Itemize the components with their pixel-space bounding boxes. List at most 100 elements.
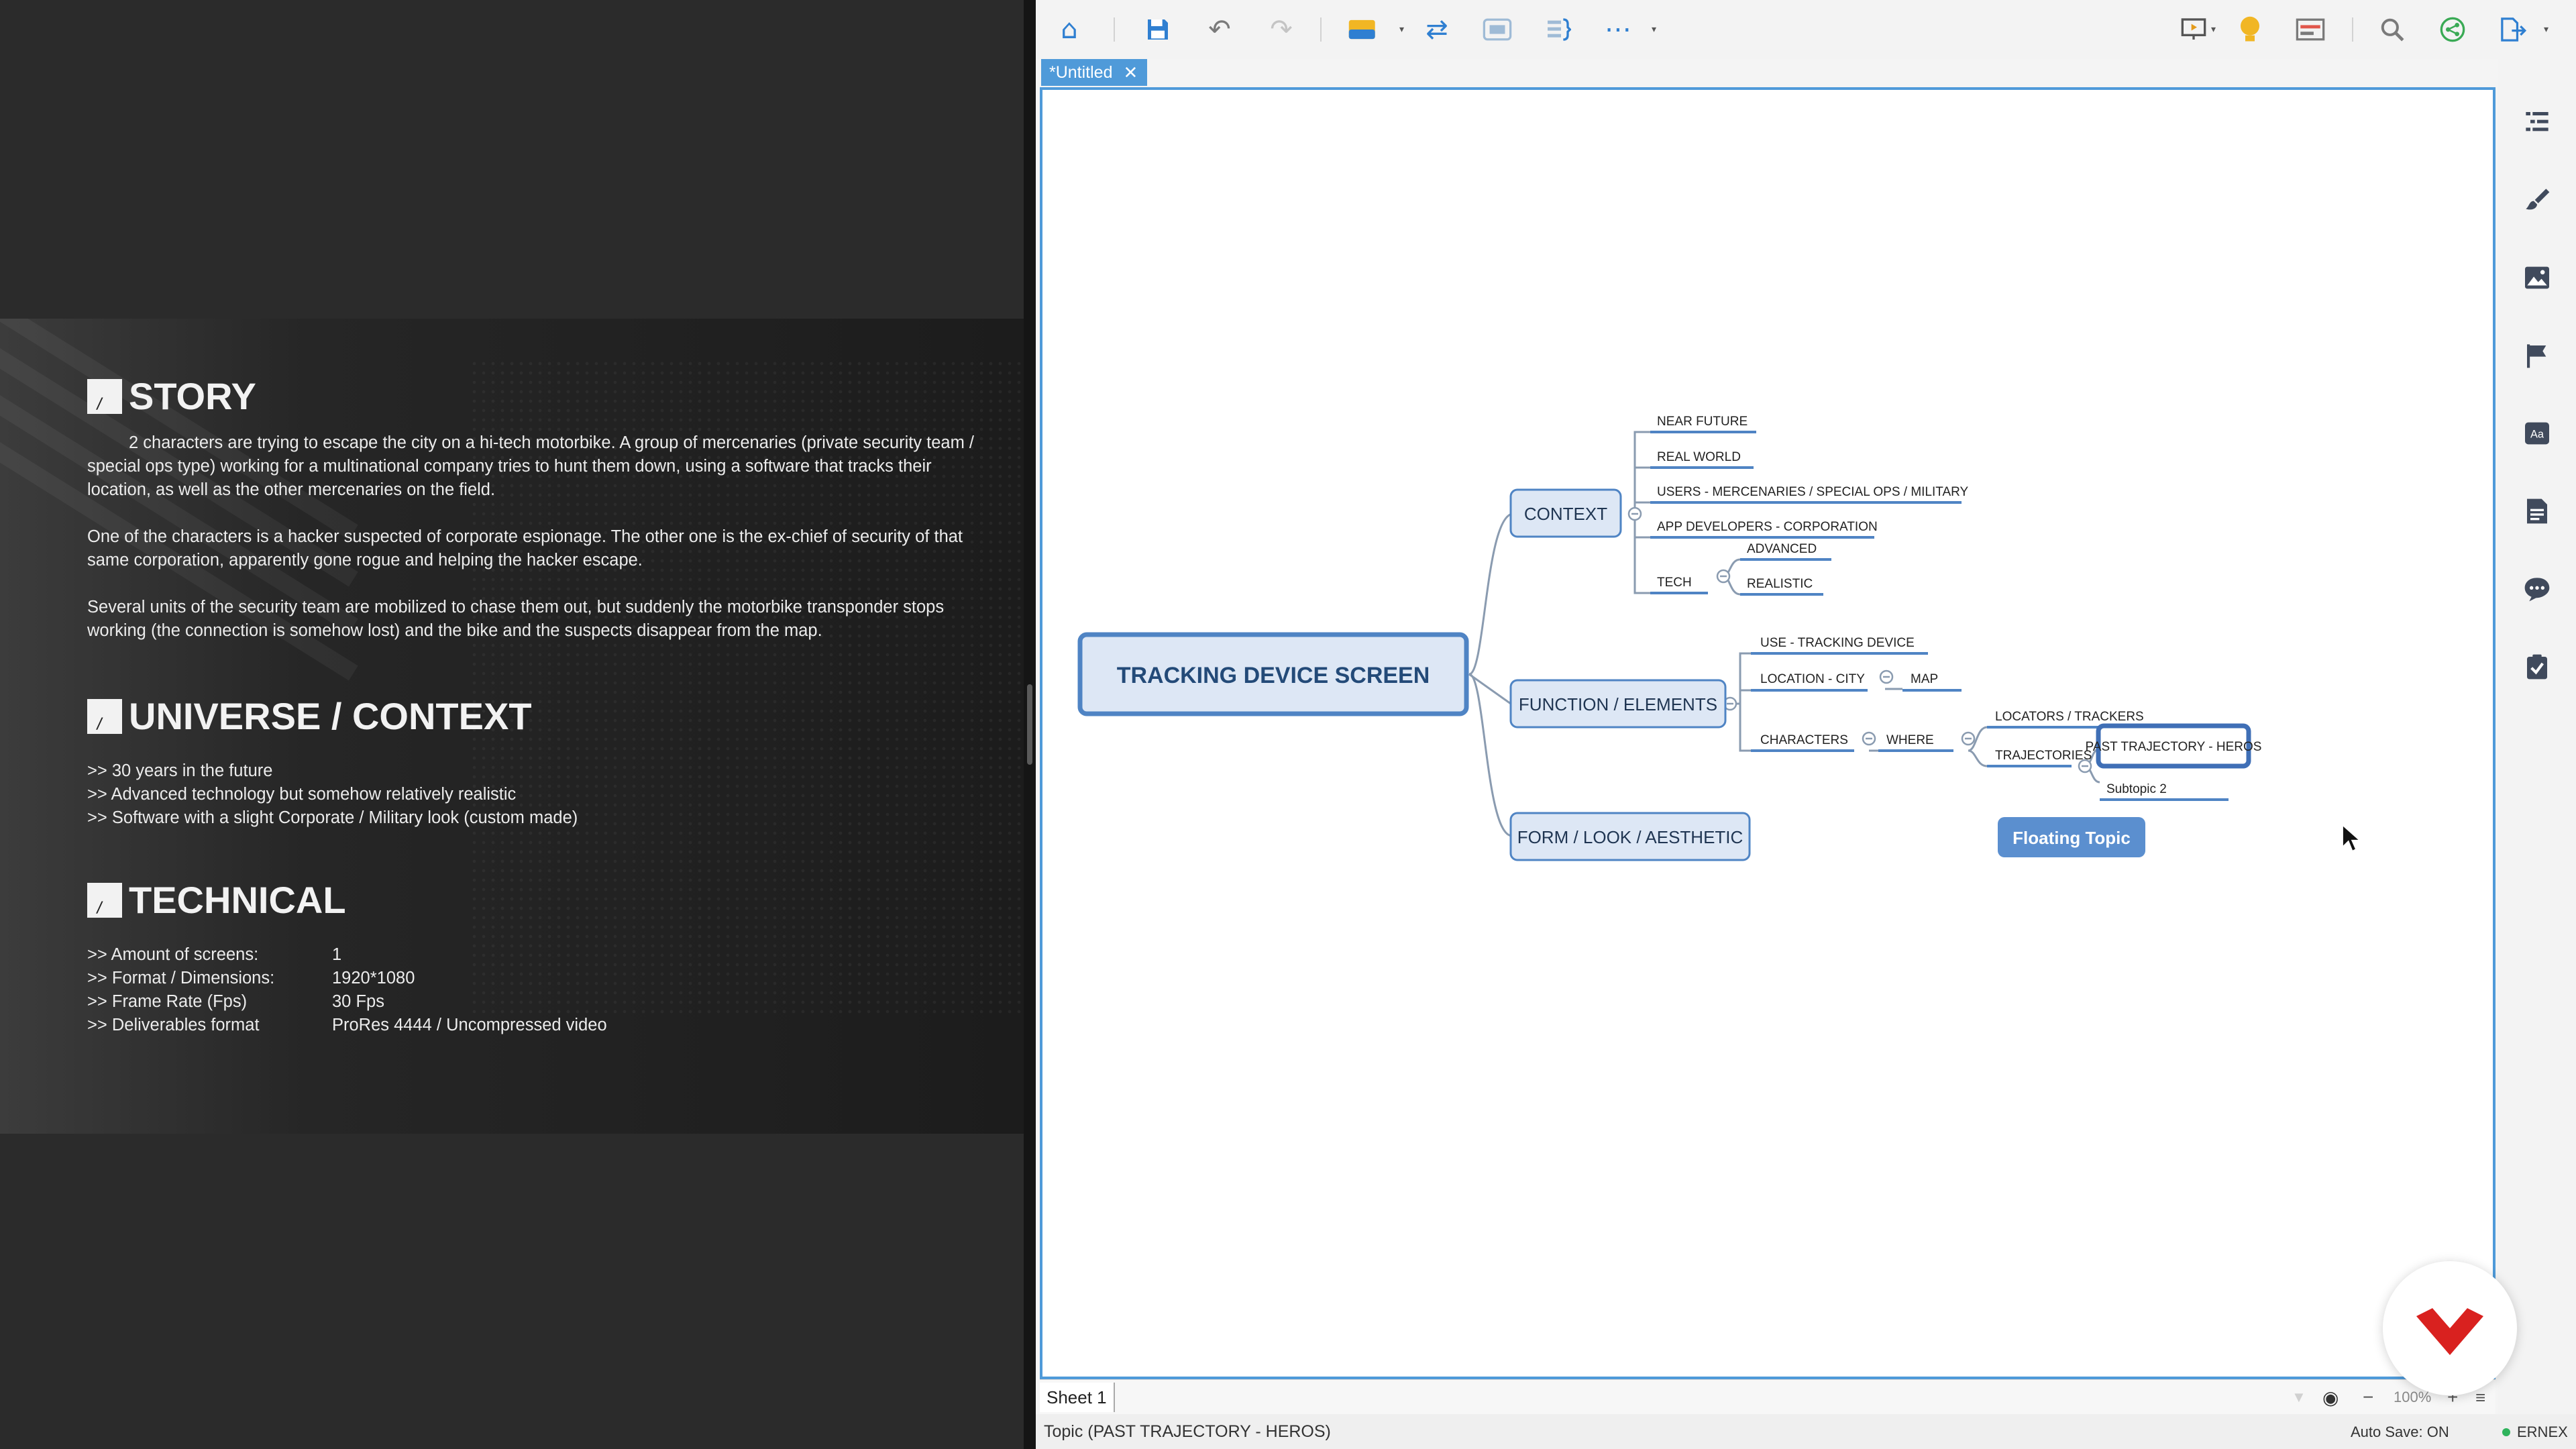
save-icon[interactable] [1140, 12, 1175, 47]
toolbar-separator [1114, 17, 1115, 42]
home-icon[interactable]: ⌂ [1061, 14, 1078, 45]
story-title: STORY [129, 375, 256, 417]
share-icon[interactable] [2435, 12, 2470, 47]
spec-value: 30 Fps [332, 992, 384, 1011]
mouse-cursor-icon [2341, 824, 2361, 853]
topic-form-label: FORM / LOOK / AESTHETIC [1517, 827, 1743, 847]
status-autosave[interactable]: Auto Save: ON [2351, 1424, 2449, 1440]
outliner-icon[interactable] [2293, 12, 2328, 47]
technical-title: TECHNICAL [129, 879, 346, 921]
subtopic-label: ADVANCED [1747, 542, 1817, 556]
notes-icon[interactable] [2521, 495, 2553, 527]
mindmap-canvas[interactable]: TRACKING DEVICE SCREEN CONTEXT FUNCTION … [1040, 87, 2496, 1379]
online-indicator-icon [2502, 1428, 2510, 1436]
zoom-level[interactable]: 100% [2394, 1389, 2432, 1405]
toolbar-separator [2352, 17, 2353, 42]
technical-specs: >> Amount of screens: 1 >> Format / Dimen… [87, 943, 979, 1037]
subtopic-label: REALISTIC [1747, 577, 1813, 591]
topic-context [1509, 488, 1622, 538]
subtopic-label: LOCATORS / TRACKERS [1995, 710, 2144, 724]
spec-value: 1 [332, 945, 342, 964]
universe-title: UNIVERSE / CONTEXT [129, 695, 532, 737]
brief-document: STORY 2 characters are trying to escape … [0, 0, 1024, 1449]
decorative-dots [470, 359, 1024, 1016]
more-icon[interactable]: ⋯ [1605, 14, 1631, 45]
user-name: ERNEX [2517, 1424, 2568, 1440]
subtopic-label: TRAJECTORIES [1995, 749, 2092, 763]
floating-topic-label: Floating Topic [2012, 828, 2131, 848]
subtopic-label: USERS - MERCENARIES / SPECIAL OPS / MILI… [1657, 485, 1969, 499]
spec-key: >> Amount of screens: [87, 945, 259, 964]
section-marker-icon [87, 379, 122, 414]
bullet-item: >> Software with a slight Corporate / Mi… [87, 808, 578, 827]
connector [1739, 704, 1751, 752]
toolbar: ⌂ ↶ ↷ ▾ ⇄ ⋯ ▾ ▾ [1036, 0, 2576, 59]
close-icon[interactable]: ✕ [1123, 62, 1138, 83]
toolbar-separator [1320, 17, 1322, 42]
document-tabs: *Untitled ✕ [1036, 59, 2498, 87]
mindmap-app: ⌂ ↶ ↷ ▾ ⇄ ⋯ ▾ ▾ [1036, 0, 2576, 1449]
eye-icon[interactable]: ◉ [2322, 1387, 2339, 1408]
spec-key: >> Frame Rate (Fps) [87, 992, 248, 1011]
summary-icon[interactable] [1540, 12, 1575, 47]
section-marker-icon [87, 883, 122, 918]
subtopic-label: USE - TRACKING DEVICE [1760, 636, 1915, 650]
spec-row: >> Format / Dimensions:1920*1080 [87, 967, 979, 990]
subtopic-label: REAL WORLD [1657, 450, 1741, 464]
connector [1468, 513, 1513, 676]
tab-untitled[interactable]: *Untitled ✕ [1041, 59, 1148, 86]
story-paragraph-2: One of the characters is a hacker suspec… [87, 527, 963, 570]
right-sidebar: Aa [2498, 59, 2576, 1421]
chevron-down-icon[interactable]: ▾ [2211, 24, 2216, 35]
connector [1968, 749, 1988, 767]
topic-function-label: FUNCTION / ELEMENTS [1519, 694, 1717, 714]
topic-function [1509, 679, 1727, 729]
spec-key: >> Format / Dimensions: [87, 969, 275, 987]
image-icon[interactable] [2521, 262, 2553, 294]
app-logo-badge[interactable] [2383, 1261, 2517, 1395]
connector [1468, 673, 1511, 705]
search-icon[interactable] [2375, 12, 2410, 47]
zoom-out-icon[interactable]: − [2363, 1387, 2374, 1407]
export-icon[interactable] [2496, 12, 2530, 47]
task-clipboard-icon[interactable] [2521, 651, 2553, 683]
subtopic-label: MAP [1911, 672, 1938, 686]
sheet-bar: Sheet 1 ▼ ◉ − 100% + ≡ [1040, 1379, 2496, 1415]
connector [1730, 652, 1751, 705]
topic-past-trajectory-label: PAST TRAJECTORY - HEROS [2086, 740, 2262, 754]
filter-icon[interactable]: ▼ [2292, 1389, 2306, 1405]
subtopic-label: Subtopic 2 [2106, 782, 2167, 796]
chevron-down-icon[interactable]: ▾ [2544, 24, 2549, 35]
chevron-down-icon[interactable]: ▾ [1399, 24, 1405, 35]
redo-icon[interactable]: ↷ [1270, 14, 1293, 45]
fit-map-icon[interactable]: ≡ [2475, 1387, 2486, 1407]
tab-label: *Untitled [1049, 62, 1113, 82]
section-marker-icon [87, 699, 122, 734]
comment-icon[interactable] [2521, 573, 2553, 605]
insert-topic-icon[interactable] [1346, 12, 1381, 47]
idea-icon[interactable] [2233, 12, 2267, 47]
sheet-tab[interactable]: Sheet 1 [1040, 1383, 1115, 1412]
central-topic [1077, 632, 1469, 716]
svg-text:Aa: Aa [2530, 429, 2544, 441]
bullet-item: >> Advanced technology but somehow relat… [87, 785, 517, 804]
undo-icon[interactable]: ↶ [1208, 14, 1231, 45]
brief-panel [0, 319, 1024, 1134]
marker-flag-icon[interactable] [2521, 339, 2553, 372]
subtopic-label: WHERE [1886, 733, 1934, 747]
subtopic-label: LOCATION - CITY [1760, 672, 1865, 686]
format-brush-icon[interactable] [2521, 184, 2553, 216]
status-user[interactable]: ERNEX [2502, 1424, 2568, 1441]
sticker-icon[interactable]: Aa [2521, 417, 2553, 449]
spec-row: >> Frame Rate (Fps) 30 Fps [87, 990, 979, 1014]
outline-icon[interactable] [2521, 106, 2553, 138]
split-divider-handle[interactable] [1027, 684, 1032, 765]
boundary-icon[interactable] [1480, 12, 1515, 47]
app-logo-icon [2416, 1308, 2483, 1355]
chevron-down-icon[interactable]: ▾ [1652, 24, 1657, 35]
universe-bullets: >> 30 years in the future >> Advanced te… [87, 759, 979, 830]
relationship-icon[interactable]: ⇄ [1426, 14, 1448, 45]
story-heading: STORY [87, 378, 256, 415]
presentation-icon[interactable] [2176, 12, 2211, 47]
